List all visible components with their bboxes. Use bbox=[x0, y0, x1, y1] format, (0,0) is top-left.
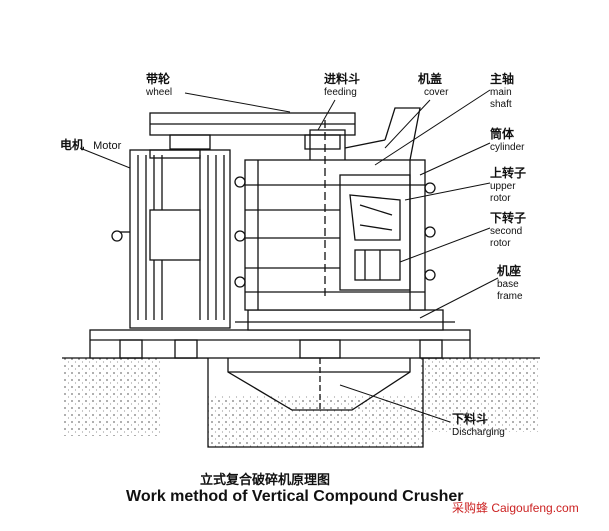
belt-wheel bbox=[149, 112, 356, 150]
label-main-shaft-en1: main bbox=[490, 87, 512, 98]
ground bbox=[62, 357, 540, 448]
label-motor-cn: 电机 bbox=[60, 138, 85, 152]
label-base-frame: 机座 base frame bbox=[497, 265, 523, 302]
label-cylinder-en: cylinder bbox=[490, 142, 525, 153]
label-wheel-en: wheel bbox=[146, 87, 173, 98]
leader-lines bbox=[79, 89, 499, 423]
label-upper-rotor-en2: rotor bbox=[490, 193, 511, 204]
label-second-rotor-cn: 下转子 bbox=[490, 211, 527, 225]
label-feeding-en: feeding bbox=[324, 87, 357, 98]
label-second-rotor-en1: second bbox=[490, 226, 523, 237]
label-motor-en: Motor bbox=[93, 140, 122, 152]
label-motor: 电机 Motor bbox=[60, 136, 121, 152]
label-main-shaft-en2: shaft bbox=[490, 99, 512, 110]
watermark: 采购蜂 Caigoufeng.com bbox=[452, 501, 579, 515]
title-chinese: 立式复合破碎机原理图 bbox=[200, 473, 331, 488]
label-wheel: 带轮 wheel bbox=[146, 73, 172, 98]
label-feeding-cn: 进料斗 bbox=[324, 72, 361, 86]
feeding-hopper bbox=[309, 107, 421, 161]
label-cylinder-cn: 筒体 bbox=[490, 127, 515, 141]
crusher-body bbox=[234, 159, 436, 311]
label-base-frame-en2: frame bbox=[497, 291, 523, 302]
discharging-hopper bbox=[227, 358, 411, 411]
label-cover-en: cover bbox=[424, 87, 449, 98]
motor bbox=[111, 149, 231, 329]
label-main-shaft: 主轴 main shaft bbox=[490, 73, 514, 110]
label-second-rotor-en2: rotor bbox=[490, 238, 511, 249]
title-english: Work method of Vertical Compound Crusher bbox=[126, 488, 464, 505]
label-cover-cn: 机盖 bbox=[418, 72, 443, 86]
label-second-rotor: 下转子 second rotor bbox=[490, 212, 526, 249]
label-discharging: 下料斗 Discharging bbox=[452, 413, 505, 438]
label-upper-rotor-cn: 上转子 bbox=[490, 166, 527, 180]
label-cover: 机盖 cover bbox=[418, 73, 448, 98]
label-discharging-en: Discharging bbox=[452, 427, 505, 438]
label-feeding: 进料斗 feeding bbox=[324, 73, 360, 98]
label-main-shaft-cn: 主轴 bbox=[490, 72, 515, 86]
label-base-frame-cn: 机座 bbox=[497, 264, 522, 278]
label-cylinder: 筒体 cylinder bbox=[490, 128, 524, 153]
label-discharging-cn: 下料斗 bbox=[452, 412, 489, 426]
label-wheel-cn: 带轮 bbox=[146, 72, 171, 86]
label-upper-rotor-en1: upper bbox=[490, 181, 516, 192]
label-upper-rotor: 上转子 upper rotor bbox=[490, 167, 526, 204]
label-base-frame-en1: base bbox=[497, 279, 519, 290]
base-frame bbox=[89, 309, 471, 359]
